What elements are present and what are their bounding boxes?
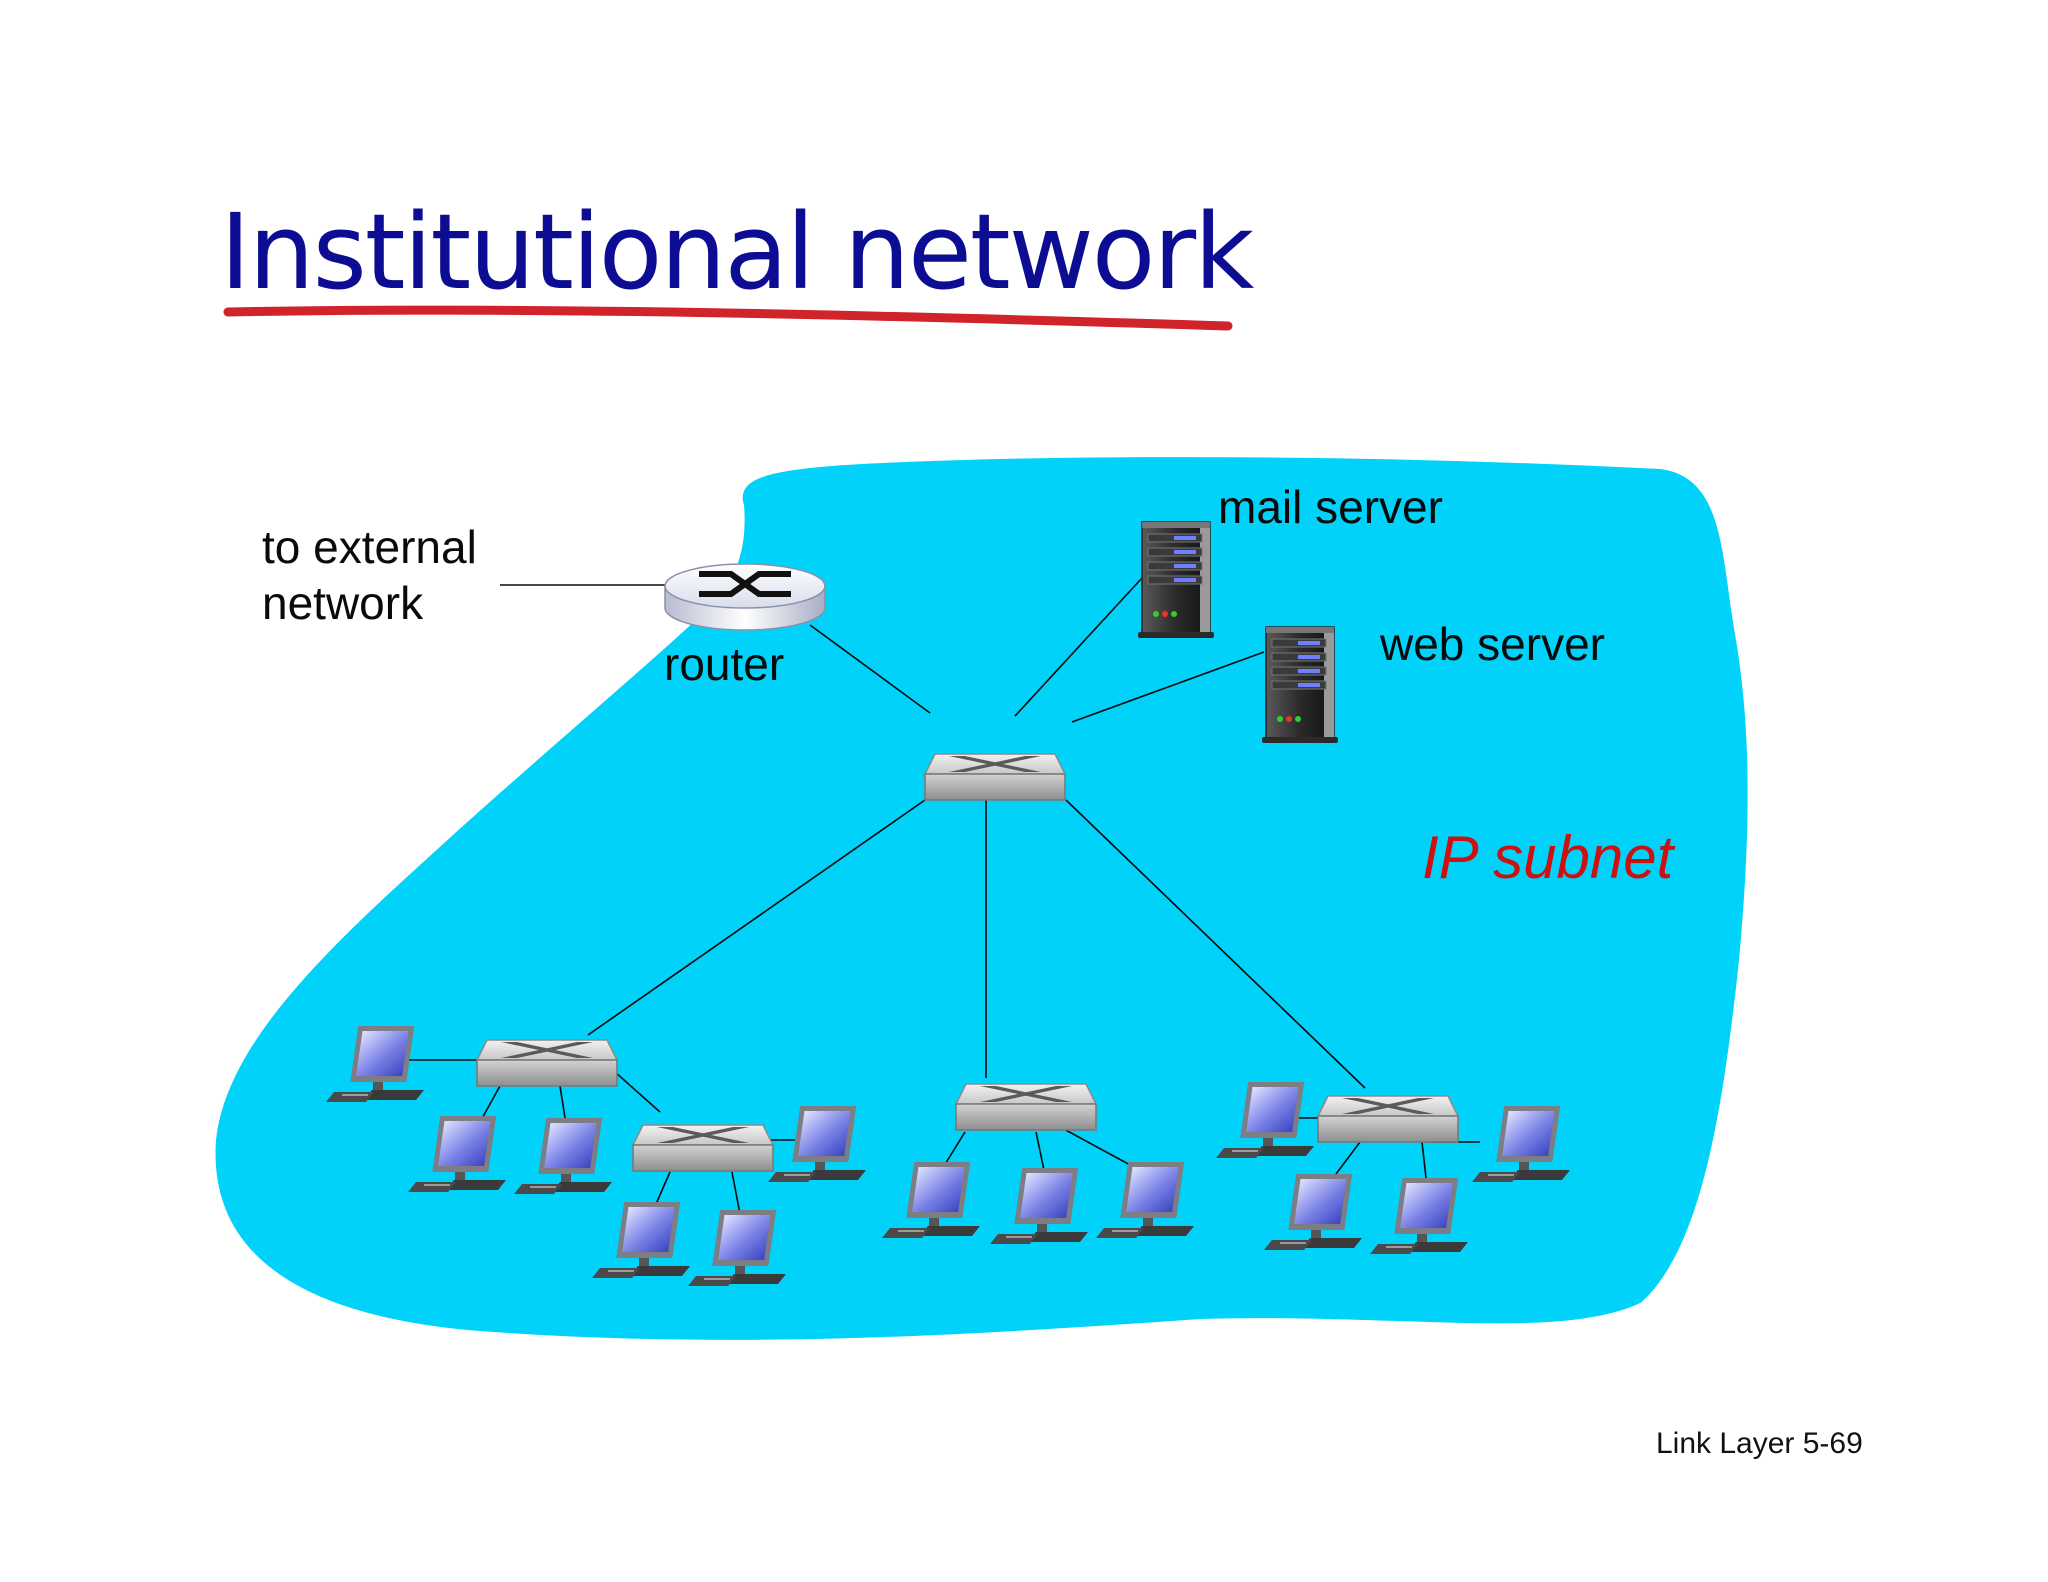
web-server-label: web server bbox=[1379, 618, 1605, 670]
switch-left-icon bbox=[476, 1039, 618, 1087]
external-network-label-line1: to external bbox=[262, 521, 477, 573]
web-server-icon bbox=[1261, 626, 1339, 744]
mail-server-icon bbox=[1137, 521, 1215, 639]
ip-subnet-label: IP subnet bbox=[1422, 824, 1676, 891]
switch-middle-icon bbox=[955, 1083, 1097, 1131]
subnet-cloud bbox=[215, 457, 1748, 1340]
router-icon bbox=[664, 563, 826, 631]
slide-title: Institutional network bbox=[220, 191, 1254, 313]
core-switch-icon bbox=[924, 753, 1066, 801]
router-label: router bbox=[664, 638, 784, 690]
slide-footer: Link Layer 5-69 bbox=[1656, 1427, 1863, 1460]
switch-right-icon bbox=[1317, 1095, 1459, 1143]
title-underline bbox=[223, 305, 1233, 331]
switch-left-lower-icon bbox=[632, 1124, 774, 1172]
network-links bbox=[406, 577, 1480, 1215]
external-network-label-line2: network bbox=[262, 577, 424, 629]
mail-server-label: mail server bbox=[1218, 481, 1443, 533]
